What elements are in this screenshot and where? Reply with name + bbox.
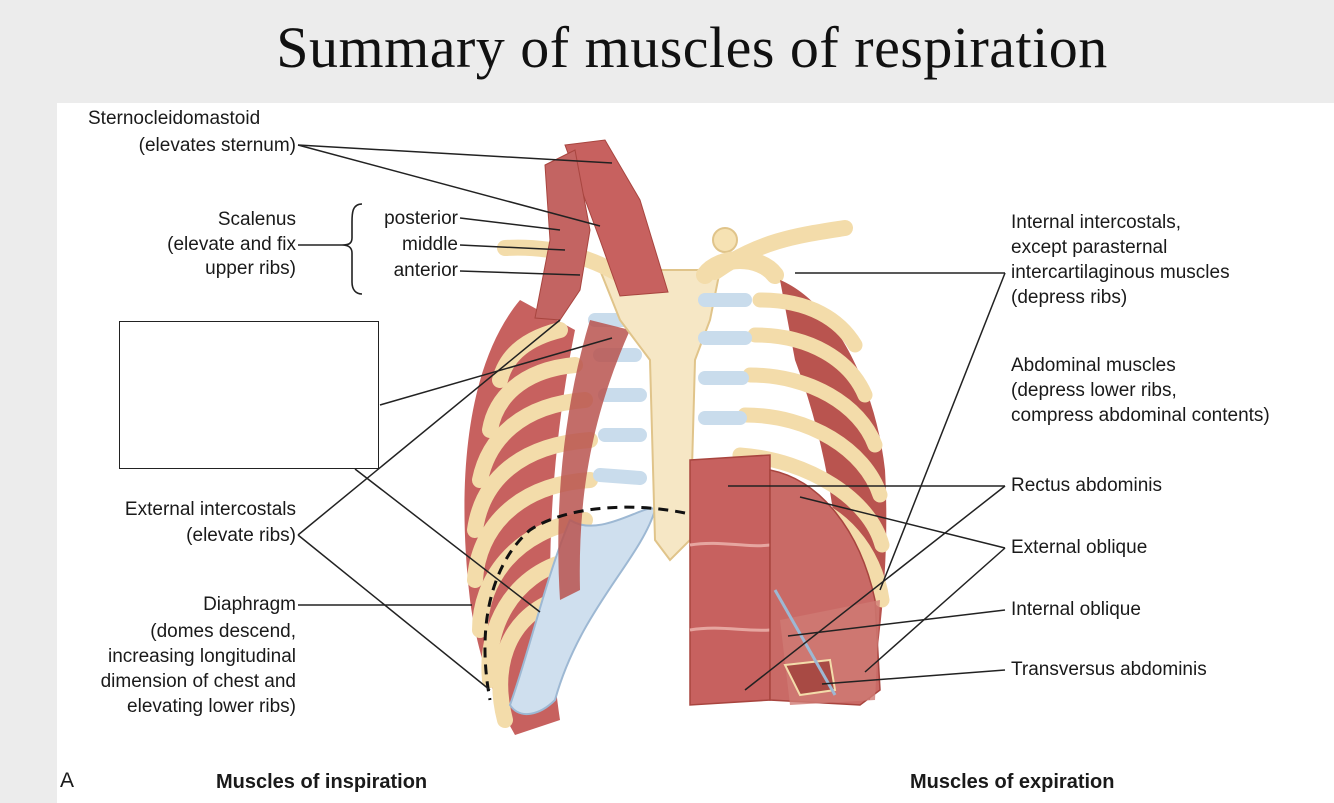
page-title: Summary of muscles of respiration (276, 15, 1108, 80)
label-scalenus-posterior: posterior (384, 208, 458, 229)
label-transversus-abdominis: Transversus abdominis (1011, 659, 1207, 680)
label-diaphragm-function-2: increasing longitudinal (107, 646, 296, 667)
blank-label-box (119, 321, 379, 469)
caption-expiration: Muscles of expiration (910, 771, 1115, 793)
scalenus-brace (341, 203, 363, 295)
rectus-abdominis-muscle (689, 454, 771, 706)
left-costal-margin (508, 507, 657, 715)
right-rib-head (712, 227, 738, 253)
label-external-intercostals-function: (elevate ribs) (186, 525, 296, 546)
rectus-tendinous-lines (689, 541, 771, 632)
label-internal-intercostals-4: (depress ribs) (1011, 287, 1128, 308)
label-sternocleidomastoid-function: (elevates sternum) (138, 135, 296, 156)
label-sternocleidomastoid: Sternocleidomastoid (88, 108, 261, 129)
label-internal-intercostals-3: intercartilaginous muscles (1011, 262, 1230, 283)
label-abdominal-2: (depress lower ribs, (1011, 380, 1177, 401)
label-abdominal-1: Abdominal muscles (1011, 355, 1176, 376)
left-inner-muscle (558, 320, 630, 600)
label-internal-oblique: Internal oblique (1011, 599, 1141, 620)
label-scalenus-function-2: upper ribs) (205, 258, 296, 279)
label-internal-intercostals-2: except parasternal (1011, 237, 1168, 258)
right-ribs (732, 292, 890, 608)
panel-letter: A (60, 769, 75, 792)
label-diaphragm-function-3: dimension of chest and (100, 671, 296, 692)
right-cartilages (698, 293, 752, 425)
label-external-oblique: External oblique (1011, 537, 1148, 558)
label-scalenus-function-1: (elevate and fix (167, 234, 296, 255)
first-rib-right (696, 251, 784, 284)
label-scalenus-anterior: anterior (393, 260, 458, 281)
label-scalenus: Scalenus (217, 209, 296, 230)
caption-inspiration: Muscles of inspiration (216, 771, 428, 793)
label-diaphragm-function-1: (domes descend, (150, 621, 296, 642)
label-rectus-abdominis: Rectus abdominis (1011, 475, 1163, 496)
diaphragm-dome (483, 505, 686, 701)
sternocleidomastoid-muscle (564, 139, 669, 297)
label-internal-intercostals-1: Internal intercostals, (1011, 212, 1182, 233)
label-scalenus-middle: middle (402, 234, 458, 255)
label-abdominal-3: compress abdominal contents) (1011, 405, 1270, 426)
label-diaphragm: Diaphragm (203, 594, 296, 615)
label-external-intercostals: External intercostals (124, 499, 296, 520)
leader-lines (297, 144, 1006, 691)
scalene-muscles (534, 149, 591, 321)
label-diaphragm-function-4: elevating lower ribs) (127, 696, 296, 717)
